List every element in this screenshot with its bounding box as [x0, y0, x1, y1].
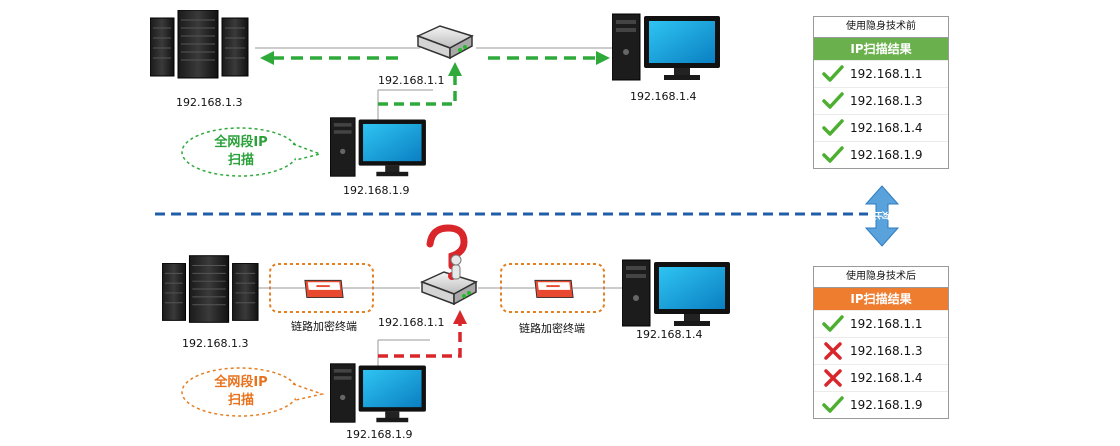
- result-rows: 192.168.1.1 192.168.1.3 192.168.1.4 192.168…: [814, 60, 948, 168]
- pc-icon: [330, 363, 427, 423]
- result-row: 192.168.1.1: [814, 60, 948, 87]
- check-icon: [822, 65, 844, 83]
- scan-bubble-bottom: [181, 367, 325, 417]
- router-ip-label: 192.168.1.1: [378, 74, 445, 87]
- result-row: 192.168.1.4: [814, 364, 948, 391]
- result-row: 192.168.1.4: [814, 114, 948, 141]
- question-mark-icon: [426, 224, 468, 280]
- scan-bubble-text-bottom: 全网段IP 扫描: [214, 375, 268, 408]
- link-encryptor-icon: [534, 279, 574, 299]
- panel-title: 使用隐身技术后: [814, 267, 948, 288]
- result-ip: 192.168.1.4: [850, 371, 923, 385]
- server-ip-label: 192.168.1.3: [182, 337, 249, 350]
- result-rows: 192.168.1.1 192.168.1.3 192.168.1.4 192.168…: [814, 310, 948, 418]
- compare-label: 对比: [873, 209, 891, 219]
- panel-title: 使用隐身技术前: [814, 17, 948, 38]
- scan-bubble-text-top: 全网段IP 扫描: [214, 135, 268, 168]
- result-ip: 192.168.1.3: [850, 344, 923, 358]
- check-icon: [822, 119, 844, 137]
- result-row: 192.168.1.1: [814, 310, 948, 337]
- panel-header: IP扫描结果: [814, 38, 948, 60]
- cross-icon: [822, 369, 844, 387]
- pc-bottom-ip-label: 192.168.1.9: [343, 184, 410, 197]
- pc-bottom-ip-label: 192.168.1.9: [346, 428, 413, 441]
- server-ip-label: 192.168.1.3: [176, 96, 243, 109]
- result-ip: 192.168.1.3: [850, 94, 923, 108]
- server-icon: [150, 10, 249, 79]
- pc-icon: [622, 259, 731, 327]
- server-icon: [162, 255, 259, 323]
- check-icon: [822, 146, 844, 164]
- pc-icon: [612, 13, 721, 81]
- router-icon: [417, 25, 473, 59]
- encrypt-left-label: 链路加密终端: [291, 320, 357, 333]
- result-row: 192.168.1.9: [814, 141, 948, 168]
- check-icon: [822, 315, 844, 333]
- cross-icon: [822, 342, 844, 360]
- pc-right-ip-label: 192.168.1.4: [636, 328, 703, 341]
- scan-path-bottom: [378, 310, 467, 358]
- scan-path-top: [260, 51, 610, 106]
- link-encryptor-icon: [304, 279, 344, 299]
- result-ip: 192.168.1.9: [850, 398, 923, 412]
- result-ip: 192.168.1.4: [850, 121, 923, 135]
- pc-icon: [330, 117, 427, 177]
- result-row: 192.168.1.3: [814, 337, 948, 364]
- compare-arrow-icon: [864, 185, 900, 247]
- panel-header: IP扫描结果: [814, 288, 948, 310]
- encrypt-right-label: 链路加密终端: [519, 322, 585, 335]
- result-row: 192.168.1.9: [814, 391, 948, 418]
- check-icon: [822, 92, 844, 110]
- check-icon: [822, 396, 844, 414]
- result-ip: 192.168.1.1: [850, 67, 923, 81]
- scan-bubble-top: [181, 127, 323, 177]
- result-ip: 192.168.1.9: [850, 148, 923, 162]
- pc-right-ip-label: 192.168.1.4: [630, 90, 697, 103]
- result-ip: 192.168.1.1: [850, 317, 923, 331]
- result-row: 192.168.1.3: [814, 87, 948, 114]
- router-ip-label: 192.168.1.1: [378, 316, 445, 329]
